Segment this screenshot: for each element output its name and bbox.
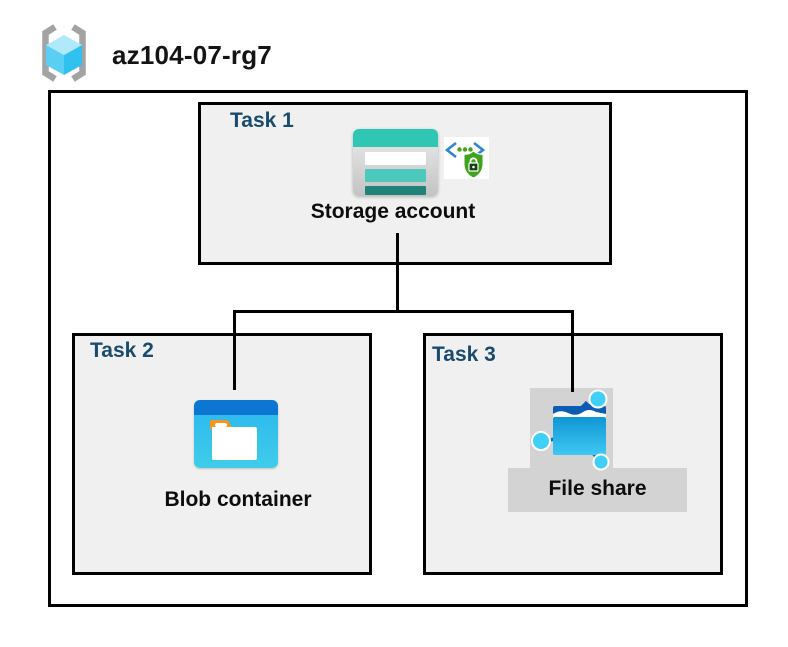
blob-container-icon-header bbox=[194, 400, 278, 415]
blob-container-label: Blob container bbox=[164, 488, 312, 511]
connector-to-file-share bbox=[571, 310, 574, 392]
connector-branch-horizontal bbox=[233, 310, 574, 313]
sas-shield-lock-icon bbox=[444, 137, 489, 179]
task3-label: Task 3 bbox=[432, 343, 496, 366]
folder-tab bbox=[210, 420, 233, 429]
storage-account-label: Storage account bbox=[310, 200, 476, 223]
file-share-label-highlight bbox=[508, 468, 687, 512]
task2-label: Task 2 bbox=[90, 339, 154, 362]
file-share-icon bbox=[531, 389, 610, 471]
file-share-label: File share bbox=[548, 477, 647, 500]
task1-label: Task 1 bbox=[230, 109, 294, 132]
resource-group-icon bbox=[42, 24, 86, 82]
resource-group-name: az104-07-rg7 bbox=[112, 40, 272, 70]
connector-storage-trunk bbox=[396, 233, 399, 313]
storage-account-icon-header bbox=[353, 129, 438, 147]
connector-to-blob-container bbox=[233, 310, 236, 390]
folder-body bbox=[212, 427, 257, 460]
storage-account-icon bbox=[353, 129, 438, 196]
blob-container-icon bbox=[194, 400, 278, 468]
